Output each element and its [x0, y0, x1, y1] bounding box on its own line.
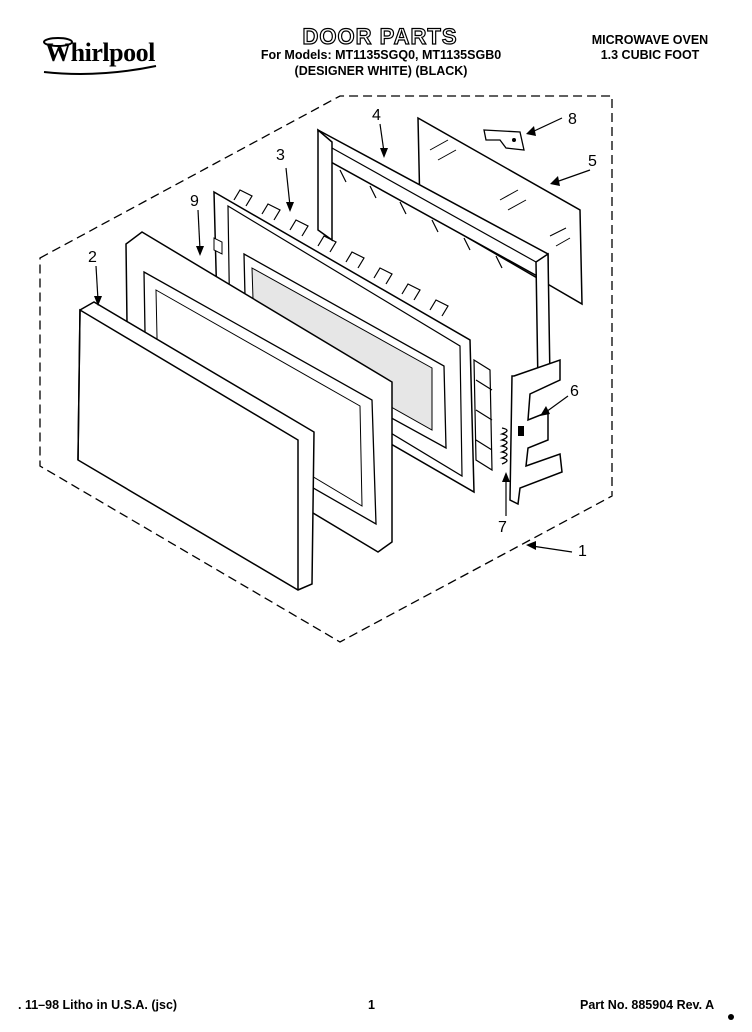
- callout-5: 5: [588, 153, 597, 170]
- leader-lines: [95, 117, 591, 553]
- callout-1: 1: [578, 543, 587, 560]
- logo-swoosh: [43, 37, 157, 75]
- callout-3: 3: [276, 147, 285, 164]
- models-line: For Models: MT1135SGQ0, MT1135SGB0: [260, 48, 502, 62]
- door-panel-part: [77, 301, 315, 591]
- door-frame-part: [317, 128, 551, 388]
- callout-6: 6: [570, 383, 579, 400]
- callout-4: 4: [372, 107, 381, 124]
- variants-line: (DESIGNER WHITE) (BLACK): [294, 64, 468, 78]
- callout-8: 8: [568, 111, 577, 128]
- part-number: Part No. 885904 Rev. A: [580, 998, 715, 1012]
- product-capacity: 1.3 CUBIC FOOT: [600, 48, 700, 62]
- product-type: MICROWAVE OVEN: [591, 33, 709, 47]
- page-title: DOOR PARTS: [302, 23, 458, 49]
- callout-2: 2: [88, 249, 97, 266]
- callout-9: 9: [190, 193, 199, 210]
- brand-name: Whirlpool: [45, 38, 155, 67]
- leader-arrowheads: [94, 126, 560, 550]
- corner-dot: [728, 1014, 734, 1020]
- clip-part: [483, 129, 525, 151]
- product-block: MICROWAVE OVEN 1.3 CUBIC FOOT: [560, 33, 740, 63]
- models-block: For Models: MT1135SGQ0, MT1135SGB0 (DESI…: [226, 47, 536, 79]
- whirlpool-logo: Whirlpool: [38, 32, 162, 76]
- page-number: 1: [368, 998, 375, 1012]
- latch-assembly-part: [509, 358, 563, 506]
- litho-note: . 11–98 Litho in U.S.A. (jsc): [18, 998, 178, 1012]
- assembly-boundary: [39, 95, 613, 643]
- spring-part: [499, 427, 508, 465]
- callout-7: 7: [498, 519, 507, 536]
